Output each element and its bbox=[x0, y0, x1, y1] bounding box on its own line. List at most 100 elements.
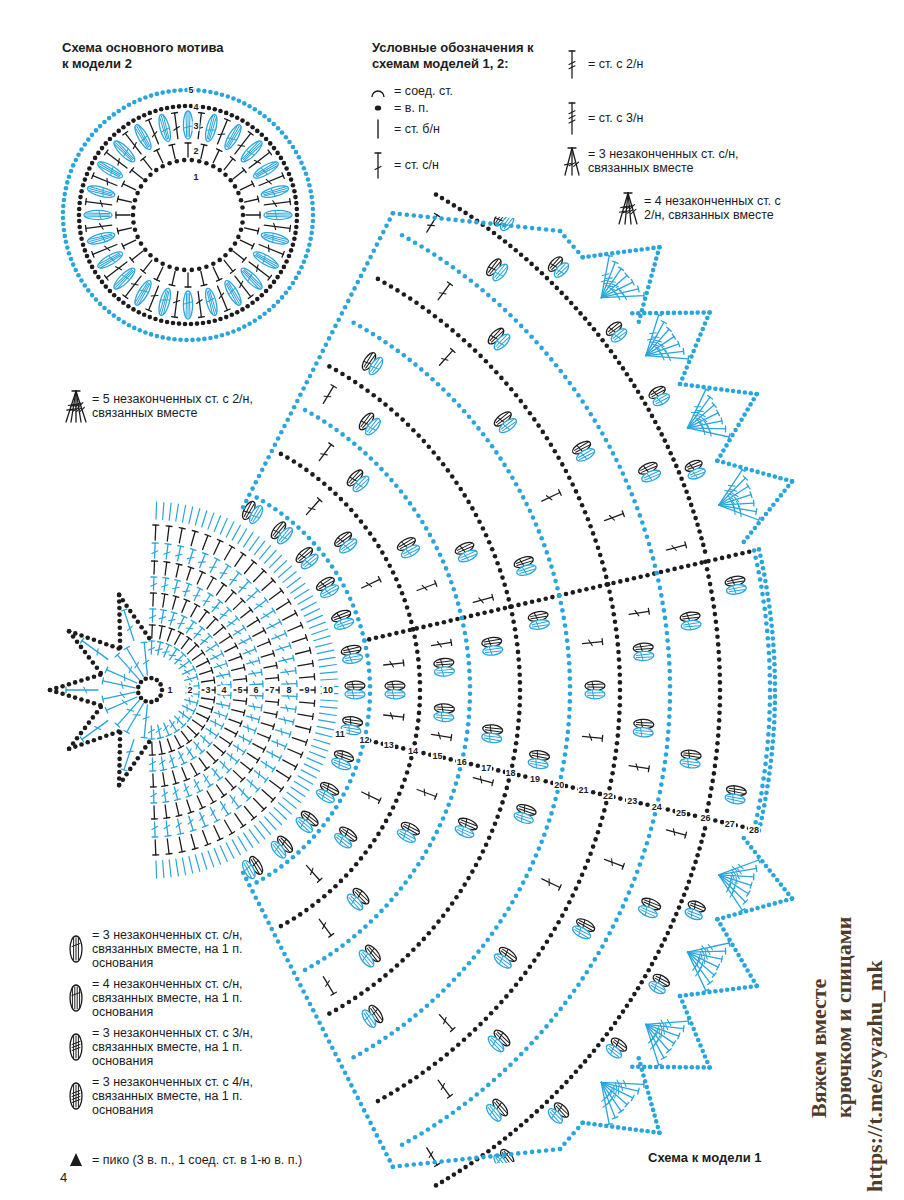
stitch-symbol bbox=[164, 723, 169, 735]
chain-stitch bbox=[117, 763, 122, 768]
chain-stitch bbox=[328, 486, 333, 491]
stitch-bar bbox=[220, 673, 224, 678]
stitch-bar bbox=[169, 620, 176, 621]
cluster-outline bbox=[157, 113, 173, 142]
stitch-symbol bbox=[160, 741, 163, 754]
cluster-line bbox=[404, 548, 418, 556]
chain-stitch bbox=[456, 601, 461, 606]
chain-stitch bbox=[85, 254, 90, 259]
chain-stitch bbox=[354, 765, 359, 770]
stitch-top bbox=[153, 854, 159, 856]
chain-stitch bbox=[309, 964, 314, 969]
chain-stitch bbox=[284, 259, 289, 264]
stitch-symbol bbox=[178, 819, 181, 834]
stitch-top bbox=[237, 571, 242, 575]
chain-stitch bbox=[321, 823, 326, 828]
chain-stitch bbox=[67, 174, 72, 179]
stitch-top bbox=[229, 742, 232, 747]
stitch-bar bbox=[193, 595, 200, 596]
stitch-bar bbox=[250, 780, 252, 787]
stitch-bar bbox=[283, 657, 287, 662]
chain-stitch bbox=[102, 120, 107, 125]
stitch-top bbox=[195, 643, 199, 647]
chain-stitch bbox=[334, 805, 339, 810]
stitch-symbol bbox=[244, 833, 253, 847]
stitch-top bbox=[192, 531, 198, 533]
chain-stitch bbox=[117, 593, 122, 598]
stitch-bar bbox=[95, 727, 101, 730]
cluster-symbol bbox=[247, 504, 265, 526]
chain-stitch bbox=[116, 297, 121, 302]
chain-stitch bbox=[400, 591, 405, 596]
stitch-symbol bbox=[152, 758, 154, 771]
stitch-symbol bbox=[187, 622, 194, 633]
stitch-bar bbox=[323, 923, 326, 929]
stitch-top bbox=[214, 819, 219, 822]
stitch-top bbox=[182, 615, 187, 618]
stitch-symbol bbox=[207, 619, 216, 629]
cluster-line bbox=[343, 729, 359, 733]
stitch-symbol bbox=[281, 707, 296, 709]
stitch-symbol bbox=[151, 641, 153, 654]
stitch-symbol bbox=[157, 267, 163, 280]
cluster-line bbox=[86, 215, 110, 216]
chain-stitch bbox=[330, 564, 335, 569]
cluster-bar bbox=[337, 759, 342, 767]
stitch-bar bbox=[268, 245, 270, 252]
chain-stitch bbox=[79, 189, 84, 194]
chain-stitch bbox=[260, 133, 265, 138]
chain-stitch bbox=[93, 156, 98, 161]
stitch-symbol bbox=[234, 628, 245, 635]
stitch-top bbox=[198, 691, 200, 697]
chain-stitch bbox=[110, 731, 115, 736]
chain-stitch bbox=[293, 195, 298, 200]
stitch-symbol bbox=[175, 716, 184, 725]
cluster-line bbox=[369, 421, 380, 434]
stitch-symbol bbox=[204, 595, 211, 606]
stitch-symbol bbox=[232, 840, 240, 855]
chain-stitch bbox=[242, 324, 247, 329]
chain-stitch bbox=[340, 943, 345, 948]
stitch-symbol bbox=[211, 721, 223, 727]
chain-stitch bbox=[143, 247, 148, 252]
stitch-top bbox=[244, 664, 245, 670]
cluster-bar bbox=[244, 865, 252, 871]
stitch-top bbox=[378, 577, 381, 582]
stitch-symbol bbox=[103, 681, 135, 688]
chain-stitch bbox=[95, 710, 100, 715]
stitch-symbol bbox=[201, 736, 211, 745]
chain-stitch bbox=[354, 610, 359, 615]
stitch-top bbox=[285, 744, 287, 750]
cluster-line bbox=[242, 141, 259, 158]
stitch-symbol bbox=[144, 705, 147, 738]
chain-stitch bbox=[489, 609, 494, 614]
chain-stitch bbox=[405, 770, 410, 775]
stitch-bar bbox=[209, 728, 211, 735]
cluster-symbol bbox=[203, 287, 219, 316]
stitch-symbol bbox=[116, 214, 130, 215]
cluster-symbol bbox=[345, 689, 365, 699]
stitch-symbol bbox=[200, 812, 206, 826]
stitch-top bbox=[195, 733, 199, 737]
stitch-top bbox=[162, 593, 168, 595]
stitch-bar bbox=[116, 267, 122, 270]
stitch-top bbox=[190, 549, 196, 551]
cluster-line bbox=[253, 508, 262, 522]
chain-stitch bbox=[306, 177, 311, 182]
chain-stitch bbox=[147, 636, 152, 641]
chain-stitch bbox=[402, 777, 407, 782]
chain-stitch bbox=[448, 618, 453, 623]
chain-stitch bbox=[598, 584, 603, 589]
chain-stitch bbox=[116, 317, 121, 322]
stitch-symbol bbox=[179, 837, 182, 852]
stitch-top bbox=[208, 784, 213, 787]
cluster-symbol bbox=[86, 184, 115, 200]
stitch-symbol bbox=[241, 762, 251, 770]
cluster-line bbox=[334, 611, 349, 617]
stitch-top bbox=[92, 173, 94, 179]
chain-stitch bbox=[167, 161, 172, 166]
chain-stitch bbox=[77, 213, 82, 218]
stitch-top bbox=[207, 716, 210, 721]
chain-stitch bbox=[372, 538, 377, 543]
stitch-top bbox=[191, 620, 196, 623]
